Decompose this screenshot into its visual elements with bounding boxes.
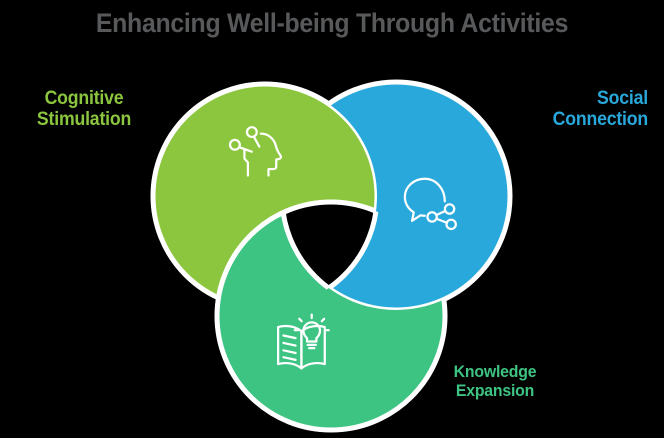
label-social-connection: Social Connection bbox=[499, 88, 649, 130]
head-thinking-icon bbox=[228, 126, 283, 177]
label-social-line1: Social bbox=[597, 88, 648, 109]
label-knowledge-expansion: Knowledge Expansion bbox=[435, 362, 556, 400]
venn-center-rim bbox=[279, 199, 380, 310]
label-cognitive-line2: Stimulation bbox=[36, 109, 132, 130]
label-knowledge-line2: Expansion bbox=[455, 381, 535, 400]
open-book-lightbulb-icon bbox=[277, 313, 330, 370]
label-cognitive-line1: Cognitive bbox=[44, 88, 124, 109]
speech-bubble-network-icon bbox=[403, 177, 457, 231]
label-social-line2: Connection bbox=[552, 109, 649, 130]
label-cognitive-stimulation: Cognitive Stimulation bbox=[19, 88, 149, 130]
label-knowledge-line1: Knowledge bbox=[453, 362, 537, 381]
page-title: Enhancing Well-being Through Activities bbox=[95, 8, 569, 38]
